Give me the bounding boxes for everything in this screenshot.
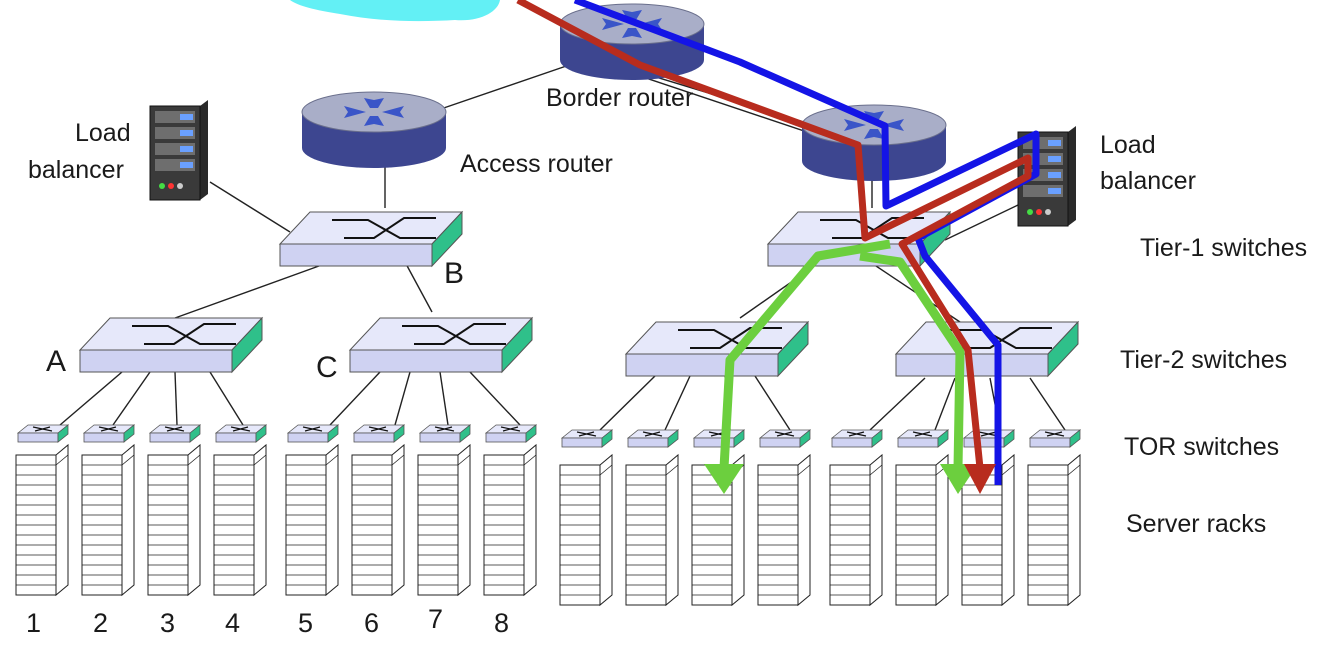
load-balancer-right-label-line1: Load [1100, 131, 1156, 159]
blue-path [573, 0, 1040, 485]
rack-number-label: 4 [225, 608, 240, 638]
rack-icon [147, 444, 201, 596]
load-balancer-left-label-line1: Load [75, 119, 131, 147]
access-router-right-icon [801, 104, 947, 182]
tier1-label: Tier-1 switches [1140, 234, 1307, 262]
rack-icon [351, 444, 405, 596]
rack-icon [213, 444, 267, 596]
tor-switch-icon [1029, 429, 1081, 448]
green-arrowhead-icon [704, 464, 744, 494]
red-arrowhead-icon [964, 464, 996, 494]
rack-number-label: 8 [494, 608, 509, 638]
tier2-switch-a-icon [79, 317, 263, 373]
tor-switch-icon [17, 424, 69, 443]
traffic-paths [516, 0, 1040, 494]
tor-switch-icon [963, 429, 1015, 448]
load-balancer-left-icon [149, 99, 209, 201]
green-path [719, 239, 891, 469]
server-racks [15, 444, 1081, 606]
access-router-label: Access router [460, 150, 613, 178]
tor-switch-icon [287, 424, 339, 443]
tor-switch-icon [215, 424, 267, 443]
load-balancer-right-label-line2: balancer [1100, 167, 1196, 195]
tor-switch-icon [693, 429, 745, 448]
access-router-icon [301, 91, 447, 169]
rack-number-label: 3 [160, 608, 175, 638]
tier1-switch-b-icon [279, 211, 463, 267]
border-router-label: Border router [546, 84, 693, 112]
tor-switch-icon [353, 424, 405, 443]
tier2-switch-right1-icon [625, 321, 809, 377]
rack-icon [757, 454, 811, 606]
tor-switch-icon [831, 429, 883, 448]
switch-c-label: C [316, 351, 338, 384]
green-path-2 [859, 251, 965, 469]
rack-icon [81, 444, 135, 596]
tier2-switch-c-icon [349, 317, 533, 373]
switch-a-label: A [46, 345, 66, 378]
rack-number-label: 7 [428, 604, 443, 634]
rack-icon [895, 454, 949, 606]
tor-switch-icon [627, 429, 679, 448]
rack-icon [417, 444, 471, 596]
internet-cloud-icon [290, 0, 500, 22]
rack-icon [829, 454, 883, 606]
tor-switch-icon [897, 429, 949, 448]
tor-switch-icon [149, 424, 201, 443]
tor-switch-icon [419, 424, 471, 443]
rack-number-label: 1 [26, 608, 41, 638]
tier2-label: Tier-2 switches [1120, 346, 1287, 374]
rack-icon [625, 454, 679, 606]
rack-number-label: 2 [93, 608, 108, 638]
tor-switch-icon [83, 424, 135, 443]
tor-switches [17, 424, 1081, 448]
server-racks-label: Server racks [1126, 510, 1266, 538]
rack-number-label: 6 [364, 608, 379, 638]
red-path [516, 0, 1032, 469]
tor-switch-icon [759, 429, 811, 448]
rack-icon [483, 444, 537, 596]
rack-icon [1027, 454, 1081, 606]
rack-icon [559, 454, 613, 606]
tor-switch-icon [485, 424, 537, 443]
rack-number-label: 5 [298, 608, 313, 638]
switch-b-label: B [444, 257, 464, 290]
tor-label: TOR switches [1124, 433, 1279, 461]
tor-switch-icon [561, 429, 613, 448]
load-balancer-left-label-line2: balancer [28, 156, 124, 184]
rack-icon [285, 444, 339, 596]
rack-icon [15, 444, 69, 596]
